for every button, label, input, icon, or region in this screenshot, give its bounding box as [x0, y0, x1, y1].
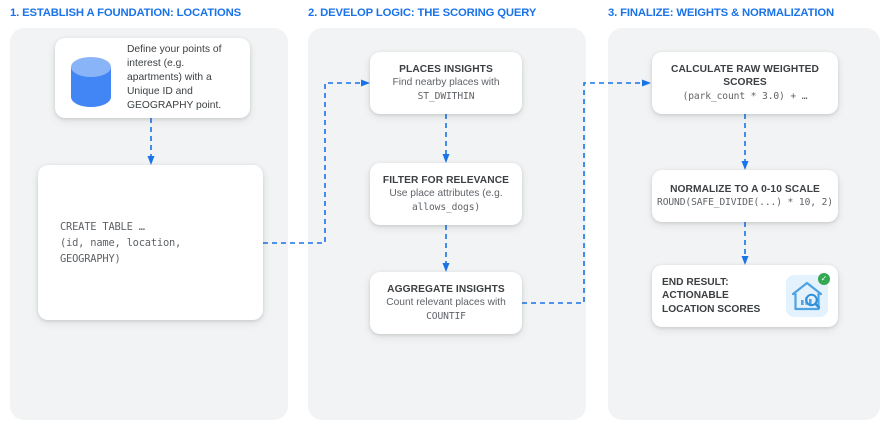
connector-places-to-filter: [441, 114, 453, 164]
calculate-scores-code: (park_count * 3.0) + …: [682, 90, 808, 102]
success-check-badge-icon: ✓: [818, 273, 830, 285]
card-end-result[interactable]: END RESULT: ACTIONABLE LOCATION SCORES ✓: [652, 265, 838, 327]
filter-relevance-subtitle: Use place attributes (e.g.: [389, 188, 503, 200]
aggregate-insights-code: COUNTIF: [426, 310, 466, 322]
normalize-title: NORMALIZE TO A 0-10 SCALE: [670, 183, 820, 195]
connector-filter-to-aggregate: [441, 225, 453, 273]
house-analytics-search-icon: ✓: [786, 273, 830, 317]
define-description: Define your points of interest (e.g. apa…: [127, 44, 222, 111]
places-insights-code: ST_DWITHIN: [417, 90, 475, 102]
card-aggregate-insights[interactable]: AGGREGATE INSIGHTS Count relevant places…: [370, 272, 522, 334]
normalize-code: ROUND(SAFE_DIVIDE(...) * 10, 2): [657, 197, 833, 208]
card-filter-for-relevance[interactable]: FILTER FOR RELEVANCE Use place attribute…: [370, 163, 522, 225]
column-heading-3: 3. FINALIZE: WEIGHTS & NORMALIZATION: [608, 7, 834, 19]
connector-col1-to-col2: [263, 75, 383, 250]
card-places-insights[interactable]: PLACES INSIGHTS Find nearby places with …: [370, 52, 522, 114]
card-calculate-raw-weighted-scores[interactable]: CALCULATE RAW WEIGHTED SCORES (park_coun…: [652, 52, 838, 114]
places-insights-title: PLACES INSIGHTS: [399, 63, 493, 75]
filter-relevance-title: FILTER FOR RELEVANCE: [382, 174, 510, 186]
database-cylinder-icon: [65, 53, 117, 107]
card-define-points-of-interest[interactable]: Define your points of interest (e.g. apa…: [55, 38, 250, 118]
end-result-label: END RESULT: ACTIONABLE LOCATION SCORES: [662, 276, 761, 315]
card-normalize-scale[interactable]: NORMALIZE TO A 0-10 SCALE ROUND(SAFE_DIV…: [652, 170, 838, 222]
connector-calculate-to-normalize: [740, 114, 752, 171]
connector-define-to-create: [146, 118, 158, 166]
places-insights-subtitle: Find nearby places with: [392, 77, 500, 89]
filter-relevance-code: allows_dogs): [411, 201, 481, 213]
column-heading-2: 2. DEVELOP LOGIC: THE SCORING QUERY: [308, 7, 537, 19]
create-table-code: CREATE TABLE … (id, name, location, GEOG…: [60, 220, 182, 265]
connector-normalize-to-endresult: [740, 222, 752, 266]
aggregate-insights-subtitle: Count relevant places with: [386, 297, 506, 309]
aggregate-insights-title: AGGREGATE INSIGHTS: [387, 283, 505, 295]
calculate-scores-title: CALCULATE RAW WEIGHTED SCORES: [670, 63, 820, 89]
column-heading-1: 1. ESTABLISH A FOUNDATION: LOCATIONS: [10, 7, 241, 19]
card-create-table[interactable]: CREATE TABLE … (id, name, location, GEOG…: [38, 165, 263, 320]
connector-col2-to-col3: [522, 75, 662, 310]
